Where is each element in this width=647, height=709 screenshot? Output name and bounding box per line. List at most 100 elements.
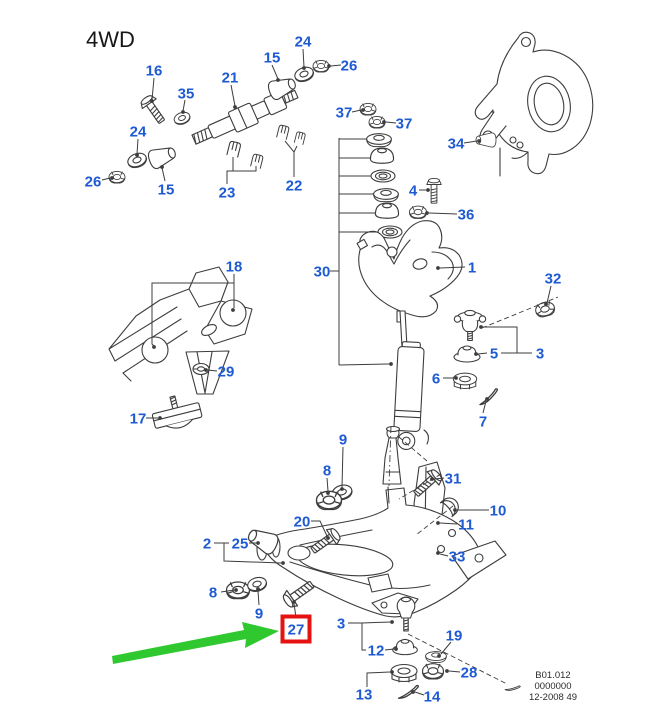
- callout-36[interactable]: 36: [458, 206, 475, 223]
- svg-text:33: 33: [449, 548, 466, 565]
- callout-10[interactable]: 10: [490, 502, 507, 519]
- callout-15[interactable]: 15: [158, 181, 175, 198]
- callout-8[interactable]: 8: [323, 462, 331, 479]
- part-nut-26-right: [312, 59, 330, 73]
- callout-25[interactable]: 25: [232, 535, 249, 552]
- svg-text:37: 37: [396, 115, 413, 132]
- svg-text:26: 26: [341, 57, 358, 74]
- callout-14[interactable]: 14: [424, 688, 441, 705]
- callout-27-highlighted[interactable]: 27: [280, 614, 312, 644]
- svg-text:30: 30: [314, 263, 331, 280]
- svg-text:21: 21: [222, 69, 239, 86]
- part-nut-36: [409, 205, 427, 219]
- svg-text:26: 26: [85, 173, 102, 190]
- svg-text:31: 31: [445, 470, 462, 487]
- callout-24[interactable]: 24: [130, 123, 147, 140]
- svg-text:9: 9: [339, 431, 347, 448]
- svg-text:35: 35: [178, 85, 195, 102]
- callout-20[interactable]: 20: [294, 513, 311, 530]
- callout-8[interactable]: 8: [209, 584, 217, 601]
- svg-text:15: 15: [158, 181, 175, 198]
- callout-33[interactable]: 33: [449, 548, 466, 565]
- callout-24[interactable]: 24: [295, 33, 312, 50]
- part-clips-23: [226, 140, 264, 169]
- callout-37[interactable]: 37: [336, 104, 353, 121]
- part-cushion-stack: [366, 133, 403, 239]
- svg-text:13: 13: [356, 686, 373, 703]
- svg-text:9: 9: [255, 605, 263, 622]
- callout-13[interactable]: 13: [356, 686, 373, 703]
- callout-21[interactable]: 21: [222, 69, 239, 86]
- part-clips-22: [276, 124, 307, 145]
- svg-text:24: 24: [130, 123, 147, 140]
- callout-3[interactable]: 3: [536, 345, 544, 362]
- part-mount-plate-17: [151, 395, 203, 429]
- callout-26[interactable]: 26: [85, 173, 102, 190]
- part-cotter-pin-small: [504, 681, 521, 695]
- callout-31[interactable]: 31: [445, 470, 462, 487]
- callout-19[interactable]: 19: [446, 627, 463, 644]
- svg-text:19: 19: [446, 627, 463, 644]
- svg-text:34: 34: [448, 135, 465, 152]
- callout-32[interactable]: 32: [545, 270, 562, 287]
- svg-text:10: 10: [490, 502, 507, 519]
- svg-text:7: 7: [479, 413, 487, 430]
- callout-28[interactable]: 28: [461, 664, 478, 681]
- svg-text:20: 20: [294, 513, 311, 530]
- svg-text:2: 2: [203, 535, 211, 552]
- callout-12[interactable]: 12: [368, 642, 385, 659]
- part-nut-28: [421, 663, 445, 680]
- part-cotter-pin-7: [477, 388, 501, 406]
- callout-15[interactable]: 15: [264, 49, 281, 66]
- callout-2[interactable]: 2: [203, 535, 211, 552]
- svg-text:29: 29: [218, 363, 235, 380]
- svg-text:3: 3: [536, 345, 544, 362]
- callout-23[interactable]: 23: [219, 184, 236, 201]
- svg-text:37: 37: [336, 104, 353, 121]
- callout-5[interactable]: 5: [490, 345, 498, 362]
- callout-37[interactable]: 37: [396, 115, 413, 132]
- callout-9[interactable]: 9: [339, 431, 347, 448]
- footer-date-page: 12-2008 49: [529, 692, 577, 703]
- footer-code-block: B01.012 0000000 12-2008 49: [529, 670, 577, 703]
- svg-text:11: 11: [458, 516, 474, 533]
- footer-code: B01.012: [535, 670, 570, 681]
- part-lower-ball-joint: [396, 596, 416, 632]
- callout-18[interactable]: 18: [226, 258, 243, 275]
- svg-text:6: 6: [432, 370, 440, 387]
- svg-text:16: 16: [146, 62, 163, 79]
- part-shock-absorber: [393, 310, 430, 450]
- callout-4[interactable]: 4: [409, 182, 418, 199]
- svg-text:15: 15: [264, 49, 281, 66]
- svg-text:17: 17: [130, 410, 147, 427]
- callout-3[interactable]: 3: [337, 615, 345, 632]
- svg-text:27: 27: [288, 621, 305, 638]
- callout-6[interactable]: 6: [432, 370, 440, 387]
- diagram-line-art: [108, 31, 594, 699]
- callout-34[interactable]: 34: [448, 135, 465, 152]
- svg-text:8: 8: [323, 462, 331, 479]
- svg-text:1: 1: [468, 259, 476, 276]
- callout-35[interactable]: 35: [178, 85, 195, 102]
- svg-text:23: 23: [219, 184, 236, 201]
- callout-7[interactable]: 7: [479, 413, 487, 430]
- callout-29[interactable]: 29: [218, 363, 235, 380]
- part-cap-6: [452, 372, 478, 390]
- svg-text:3: 3: [337, 615, 345, 632]
- callout-17[interactable]: 17: [130, 410, 147, 427]
- svg-text:36: 36: [458, 206, 475, 223]
- svg-text:24: 24: [295, 33, 312, 50]
- callout-11[interactable]: 11: [458, 516, 474, 533]
- callout-9[interactable]: 9: [255, 605, 263, 622]
- part-washer-19: [425, 651, 447, 663]
- svg-text:12: 12: [368, 642, 385, 659]
- callout-26[interactable]: 26: [341, 57, 358, 74]
- part-steering-knuckle: [474, 31, 594, 177]
- callout-30[interactable]: 30: [314, 263, 331, 280]
- pointer-arrow: [112, 622, 279, 664]
- callout-1[interactable]: 1: [468, 259, 476, 276]
- callout-22[interactable]: 22: [286, 177, 303, 194]
- callout-16[interactable]: 16: [146, 62, 163, 79]
